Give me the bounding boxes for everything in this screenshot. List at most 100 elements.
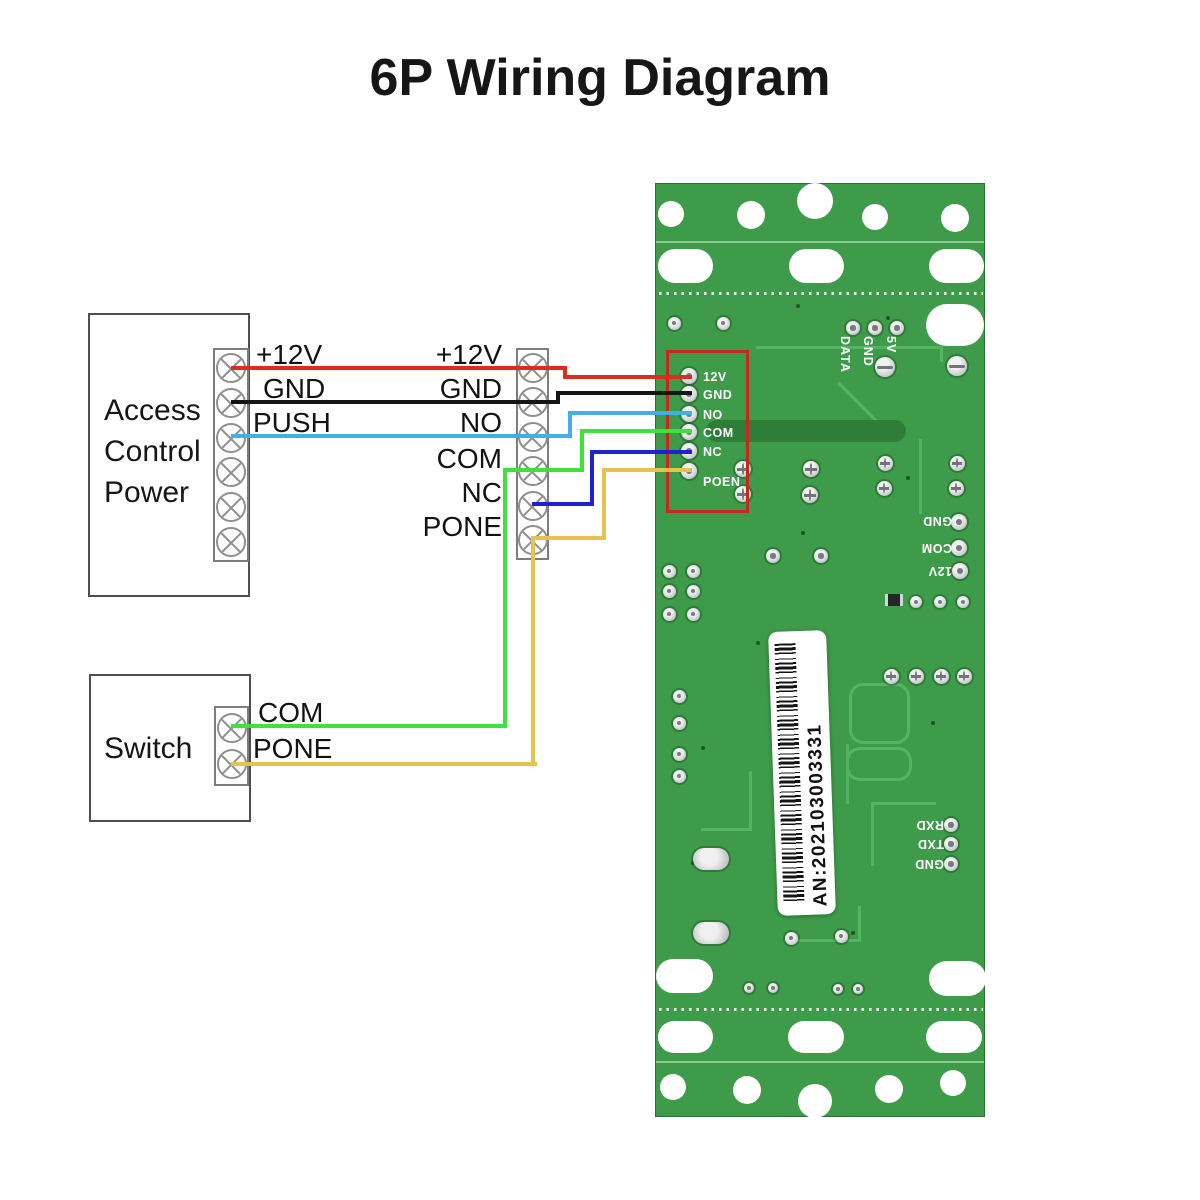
mounting-hole [797,183,833,219]
terminal-screw [216,492,246,523]
acp-terminal-label-12v: +12V [256,339,323,370]
wire-com [503,468,507,728]
solder-pad [802,487,818,503]
mounting-hole [733,1076,761,1104]
mounting-hole [941,204,969,232]
wire-pone [531,538,535,766]
mounting-hole [798,1084,832,1118]
solder-pad [662,564,676,578]
barcode-bars [774,643,805,904]
solder-pad [672,716,686,730]
solder-pad [662,584,676,598]
wire-12v [563,375,692,379]
via [716,434,720,438]
barcode-text: AN:202103003331 [804,723,832,907]
solder-pad [768,983,778,993]
screw-head [875,357,895,377]
pcb-serial-label-txd: TXD [917,837,945,851]
pcb-serial-label-gnd: GND [914,857,944,871]
wire-push-no [568,411,692,415]
page-title: 6P Wiring Diagram [369,49,831,107]
solder-pad [956,668,972,684]
via [851,931,855,935]
mounting-hole [862,204,888,230]
pcb-aux-label-gnd: GND [922,514,952,528]
junction-terminal-strip [516,348,549,560]
solder-pad [814,549,828,563]
slot-hole [926,1021,982,1053]
via [796,304,800,308]
solder-pad [744,983,754,993]
wire-12v [563,366,567,379]
solder-pad [957,596,969,608]
solder-pad [933,668,949,684]
solder-pad [944,857,958,871]
solder-pad [672,747,686,761]
mounting-hole [658,201,684,227]
solder-pad [693,848,729,870]
via [931,721,935,725]
solder-pad [693,922,729,944]
wire-nc [532,502,594,506]
wire-gnd [556,391,560,404]
acp-terminal-label-push: PUSH [253,407,331,438]
slot-hole [929,961,986,996]
pcb-board: 12V GND NO COM NC POEN DATA GND 5V GND C… [655,183,986,1118]
solder-pad [868,321,882,335]
pcb-port-label-nc: NC [703,445,723,459]
solder-pad [672,769,686,783]
wire-push-no [231,434,572,438]
access-label-line3: Power [104,476,190,509]
wire-gnd [556,391,692,395]
pcb-trace [871,802,874,866]
switch-label: Switch [104,732,193,765]
mounting-hole [875,1075,903,1103]
solder-pad [948,480,964,496]
solder-pad [853,984,863,994]
slot-hole [926,304,984,346]
junction-label-nc: NC [461,477,502,508]
pcb-trace [858,906,861,942]
access-control-terminal-strip [213,348,249,562]
wire-com [580,429,584,472]
via [701,746,705,750]
switch-terminal-strip [214,706,249,786]
slot-hole [788,1021,844,1053]
slot-hole [658,1021,713,1053]
solder-pad [833,984,843,994]
via [756,641,760,645]
solder-pad [877,455,893,471]
pcb-serial-label-rxd: RXD [916,818,944,832]
mounting-hole [940,1070,966,1096]
pcb-trace [849,683,910,744]
wire-com [231,724,507,728]
solder-pad [910,596,922,608]
junction-label-pone: PONE [422,511,502,542]
junction-label-12v: +12V [435,339,502,370]
pcb-prog-label-gnd: GND [861,336,875,367]
wire-pone [231,762,537,766]
wire-pone [602,468,606,540]
pcb-trace-band [706,420,906,442]
solder-pad [686,564,700,578]
solder-pad [672,689,686,703]
screw-head [947,356,967,376]
mounting-hole [737,201,765,229]
access-control-power-label: Access Control Power [104,390,201,513]
pcb-port-label-poen: POEN [703,475,741,489]
pcb-trace [749,771,752,831]
slot-hole [929,249,984,283]
junction-label-gnd: GND [439,373,502,404]
via [801,531,805,535]
terminal-screw [216,457,246,488]
solder-pad [876,480,892,496]
solder-pad [686,584,700,598]
pcb-aux-label-12v: 12V [928,564,952,578]
pcb-prog-label-5v: 5V [884,336,898,354]
wire-pone [531,536,606,540]
wire-nc [590,450,692,454]
pcb-trace [701,828,752,831]
wire-push-no [568,411,572,438]
pcb-trace [871,802,936,805]
